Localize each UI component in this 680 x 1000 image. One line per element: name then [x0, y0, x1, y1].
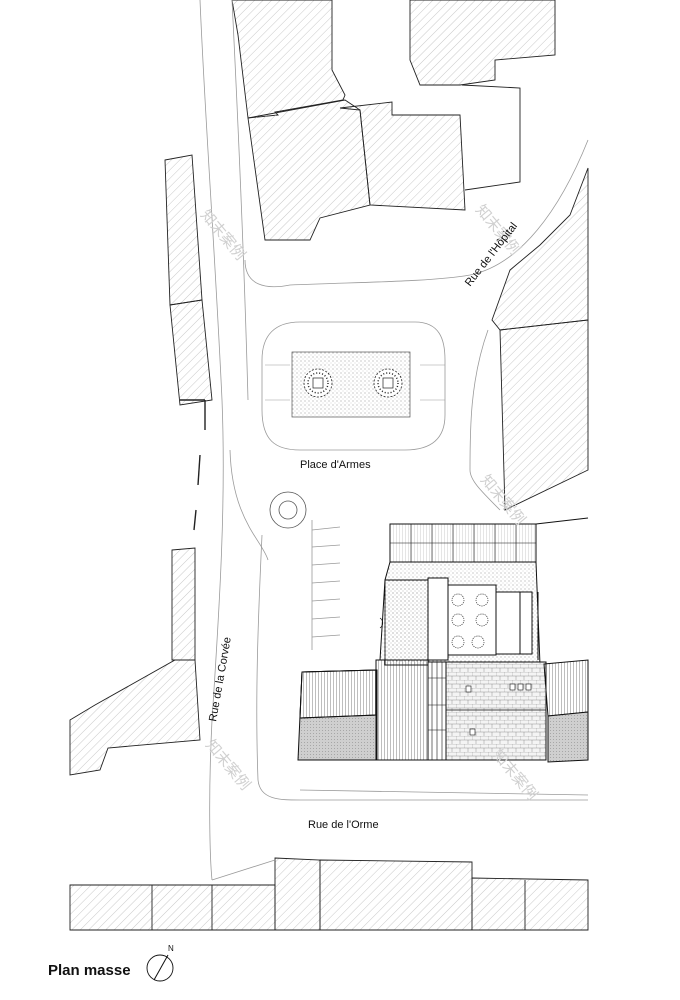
buildings-block-north — [231, 0, 556, 241]
project-complex — [297, 517, 589, 763]
tree-icon — [373, 368, 403, 398]
buildings-east — [491, 167, 589, 511]
place-d-armes — [261, 321, 446, 451]
roof-tiled — [445, 661, 547, 761]
building-north-1 — [231, 0, 346, 119]
roof-center-striped — [375, 659, 429, 761]
buildings-south — [69, 857, 589, 931]
curb-west — [180, 399, 206, 531]
parking-bays — [311, 520, 341, 650]
building-north-5 — [461, 84, 521, 191]
building-west-2 — [169, 299, 213, 406]
building-east-2 — [499, 319, 589, 511]
building-west-1 — [164, 154, 203, 306]
plan-title: Plan masse — [48, 962, 131, 979]
north-label: N — [168, 944, 174, 953]
buildings-west — [69, 154, 213, 776]
street-label-corvee: Rue de la Corvée — [207, 636, 234, 722]
north-arrow: N — [146, 944, 174, 982]
building-south-2 — [274, 857, 321, 931]
street-label-place-d-armes: Place d'Armes — [300, 459, 371, 471]
street-label-orme: Rue de l'Orme — [308, 819, 379, 831]
tree-icon — [303, 368, 333, 398]
roof-east — [543, 659, 589, 717]
building-north-3 — [339, 101, 466, 211]
building-south-1 — [69, 884, 276, 931]
courtyard-trees — [451, 593, 489, 649]
building-north-2 — [247, 99, 371, 241]
roundabout — [269, 491, 307, 529]
building-west-4 — [69, 659, 201, 776]
compass-icon — [146, 954, 174, 982]
building-west-3 — [171, 547, 196, 661]
road-edges — [199, 0, 589, 881]
building-south-3 — [319, 859, 473, 931]
building-south-4 — [471, 877, 589, 931]
terrace-west — [379, 579, 429, 661]
building-north-4 — [409, 0, 556, 86]
